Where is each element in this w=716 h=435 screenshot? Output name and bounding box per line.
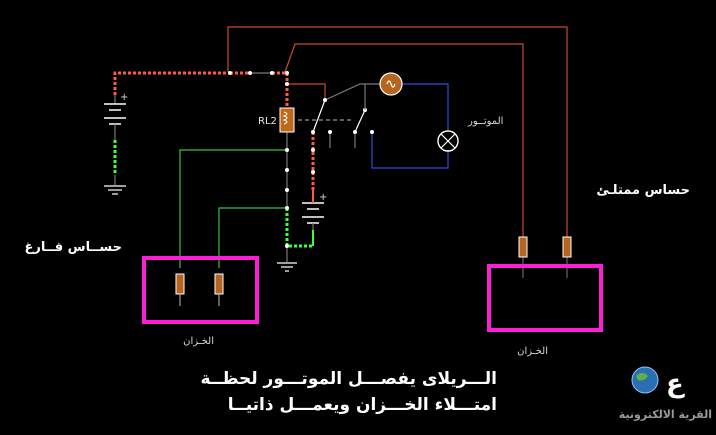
ground-right (277, 262, 297, 272)
sensor-full-label: حساس ممتلـئ (596, 183, 690, 198)
wire-motor-loop (402, 83, 449, 130)
tank-full-label: الخـزان (517, 346, 548, 357)
wire-bus-to-motor-top (324, 83, 380, 101)
logo-glyph: ع (666, 369, 685, 399)
sensor-full-a (518, 236, 528, 258)
sensor-full-b (562, 236, 572, 258)
wire-lamp-return (371, 132, 449, 169)
wire-main-bus (113, 71, 230, 95)
caption-line-1: الـــريلاى يفصـــل الموتـــور لحظــة (201, 369, 497, 389)
logo: ع القرية الالكترونية (619, 366, 712, 421)
lamp (437, 130, 459, 152)
wire-full-sensor-top (227, 26, 568, 240)
motor-label: الموتــور (467, 116, 503, 127)
svg-text:+: + (120, 92, 128, 103)
battery-right: + (302, 190, 327, 230)
ground-left (104, 185, 126, 195)
relay-label: RL2 (258, 116, 277, 127)
wire-bus-to-motor-contact (287, 83, 326, 100)
tank-full-box (487, 264, 603, 332)
caption-line-2: امتـــلاء الخـــزان ويعمـــل ذاتيــا (228, 395, 497, 415)
tank-empty-box (142, 256, 259, 324)
wire-full-sensor-second (284, 43, 524, 240)
relay-coil: RL2 (258, 107, 295, 133)
motor (379, 72, 403, 96)
relay-contacts (311, 84, 374, 134)
wire-right-vert-green (285, 208, 313, 248)
sensor-empty-a (175, 273, 185, 306)
svg-text:+: + (319, 192, 327, 203)
logo-text: القرية الالكترونية (619, 408, 712, 421)
sensor-empty-b (214, 273, 224, 306)
sensor-empty-label: حســاس فــارغ (25, 240, 122, 255)
wire-empty-sensor-b (218, 207, 287, 268)
battery-left: + (104, 92, 128, 140)
tank-empty-label: الخـزان (183, 336, 214, 347)
junction-dots (285, 71, 315, 248)
switch-top (228, 71, 274, 75)
wire-empty-sensor-a (179, 149, 287, 268)
